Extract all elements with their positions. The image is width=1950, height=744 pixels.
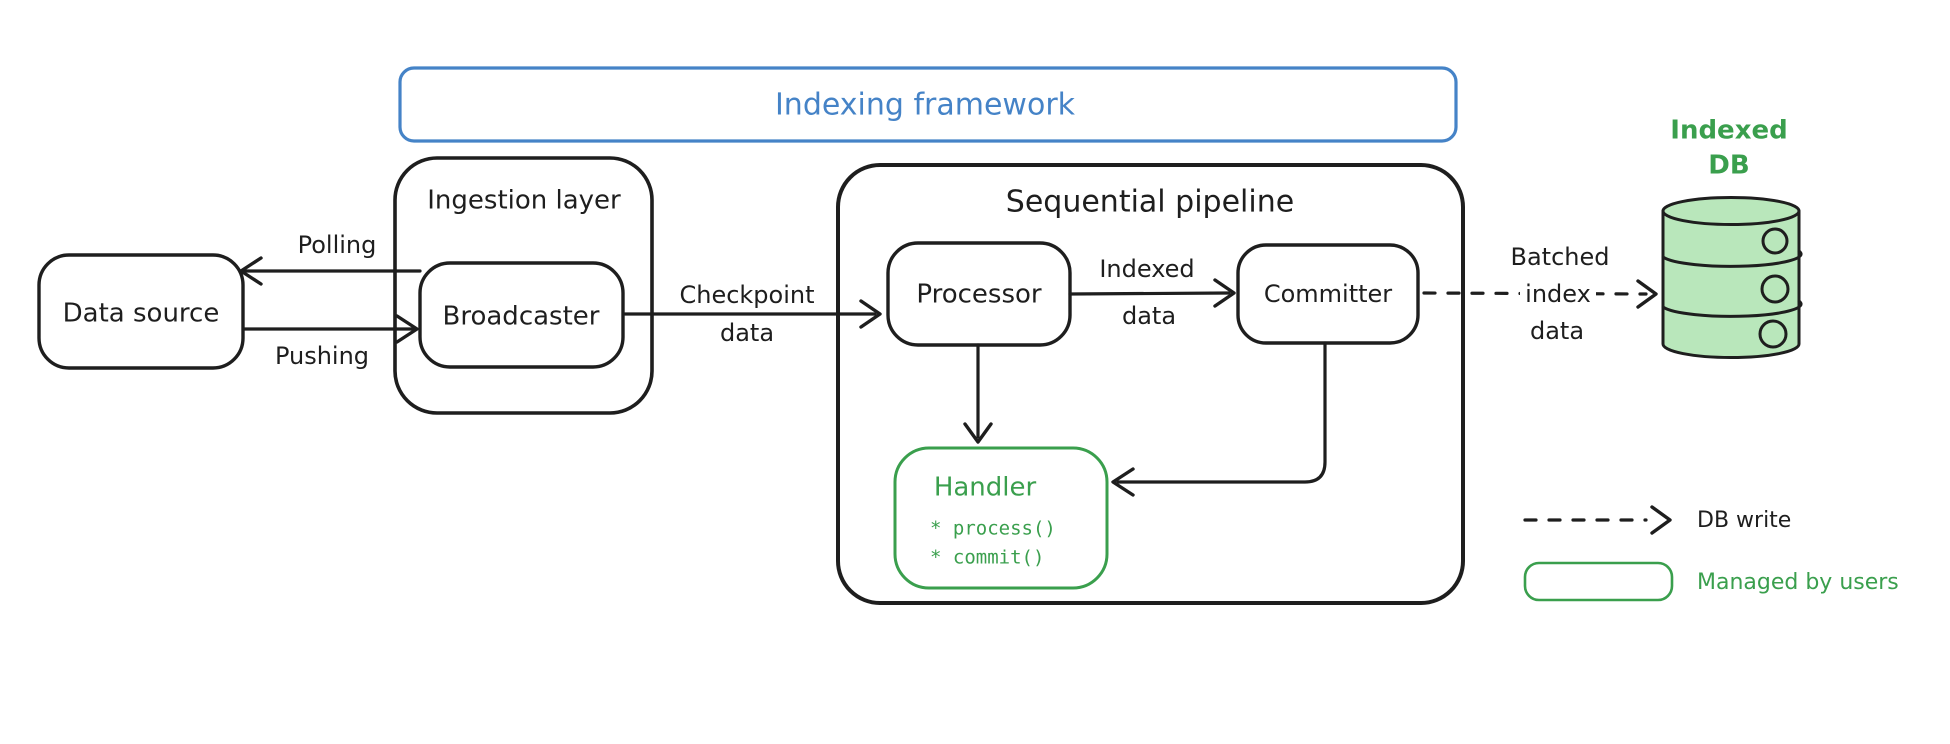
batched-index-data-label-line2: index: [1525, 280, 1591, 308]
ingestion-layer-label: Ingestion layer: [427, 186, 621, 216]
indexing-framework-title: Indexing framework: [775, 88, 1076, 123]
pushing-arrowhead-icon: [395, 314, 419, 344]
processor-to-handler-arrowhead-icon: [963, 422, 993, 444]
indexing-framework-frame: [398, 66, 1458, 143]
indexed-data-label-line1: Indexed: [1099, 255, 1194, 283]
indexed-db-label-line2: DB: [1708, 151, 1749, 181]
legend-db-write-arrowhead-icon: [1650, 505, 1672, 535]
indexed-data-label-line2: data: [1122, 302, 1176, 330]
processor-label: Processor: [916, 280, 1042, 310]
sequential-pipeline-box: [836, 163, 1465, 605]
data-source-box: [37, 253, 245, 370]
checkpoint-arrowhead-icon: [859, 299, 882, 329]
handler-label: Handler: [934, 473, 1037, 503]
legend-managed-by-users-label: Managed by users: [1697, 570, 1899, 595]
committer-to-handler-arrowhead-icon: [1111, 467, 1135, 497]
handler-method-commit: * commit(): [930, 547, 1044, 569]
checkpoint-data-label-line2: data: [720, 319, 774, 347]
data-source-label: Data source: [63, 299, 220, 329]
handler-method-process: * process(): [930, 518, 1056, 540]
batched-index-data-label-line3: data: [1530, 317, 1584, 345]
batched-index-data-label-bg: [1520, 280, 1596, 308]
indexed-db-label-line1: Indexed: [1670, 116, 1787, 146]
committer-label: Committer: [1264, 280, 1392, 308]
broadcaster-label: Broadcaster: [443, 302, 600, 332]
committer-box: [1236, 243, 1420, 345]
indexed-data-arrowhead-icon: [1213, 278, 1236, 308]
pushing-label: Pushing: [275, 342, 369, 370]
batched-index-data-arrowhead-icon: [1636, 279, 1658, 309]
legend-db-write-label: DB write: [1697, 508, 1791, 533]
indexed-data-edge: [1068, 291, 1231, 296]
committer-to-handler-edge: [1116, 341, 1327, 484]
handler-box: [893, 446, 1109, 590]
ingestion-layer-box: [393, 156, 654, 415]
indexed-db-cylinder-icon: [1661, 196, 1803, 359]
batched-index-data-label-line1: Batched: [1511, 243, 1610, 271]
polling-label: Polling: [298, 231, 377, 259]
checkpoint-data-label-line1: Checkpoint: [679, 281, 814, 309]
sequential-pipeline-label: Sequential pipeline: [1006, 185, 1294, 220]
legend-managed-by-users-swatch: [1523, 561, 1674, 602]
broadcaster-box: [418, 261, 625, 369]
